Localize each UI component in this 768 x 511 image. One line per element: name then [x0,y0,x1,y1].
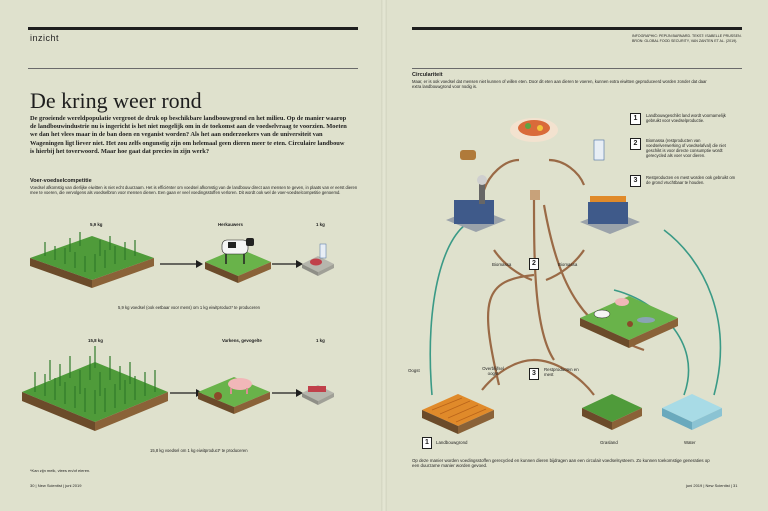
footnote: *Kan zijn melk, vlees en/of eieren. [30,468,91,473]
animals-tile [580,296,678,348]
product-tile-2 [302,385,334,405]
folio-left: 30 | New Scientist | juni 2019 [30,483,82,488]
legend-num-1: 1 [630,113,641,125]
legend-num-2: 2 [630,138,641,150]
row1-product: 1 kg [316,222,325,227]
credits: INFOGRAPHIC: PEPIJN BARNARD. TEKST: ISAB… [632,34,742,43]
legend-text-3: Restproducten en mest worden ook gebruik… [646,175,736,185]
diagram-num-2: 2 [529,258,539,270]
cow-tile [205,238,271,283]
competition-illustration [22,232,334,431]
legend-num-3: 3 [630,175,641,187]
label-biomassa-left: Biomassa [492,262,512,267]
arrow-1b [272,260,303,268]
label-landbouwgrond: Landbouwgrond [436,440,468,445]
tile-landbouwgrond [422,394,494,434]
diagram-num-1: 1 [422,437,432,449]
folio-right: juni 2019 | New Scientist | 31 [686,483,738,488]
tile-water [662,394,722,430]
product-tile-1 [302,243,334,276]
section-label: inzicht [30,33,60,43]
factory-left [446,175,506,232]
left-page: inzicht De kring weer rond De groeiende … [22,27,358,488]
legend-item-3: 3 Restproducten en mest worden ook gebru… [630,175,736,187]
food-plate [510,118,558,142]
subheading: Voer-voedselcompetitie [30,178,92,184]
intro-text: De groeiende wereldpopulatie vergroot de… [30,115,347,155]
label-biomassa-right: Biomassa [558,262,578,267]
legend-item-1: 1 Landbouwgeschikt land wordt voornameli… [630,113,736,125]
arrow-1a [160,260,203,268]
brown-arrows [481,158,645,396]
pig-tile [198,377,270,414]
label-grasland: Grasland [600,440,618,445]
row1-amount: 5,9 kg [90,222,103,227]
circular-diagram [422,118,722,434]
tile-grasland [582,394,642,430]
circulariteit-heading: Circulariteit [412,72,443,78]
circulariteit-text: Maar, er is ook voedsel dat mensen niet … [412,79,707,90]
subheading-text: Voedsel afkomstig van dierlijke eiwitten… [30,185,358,196]
biomass-block [530,190,540,200]
right-page: INFOGRAPHIC: PEPIJN BARNARD. TEKST: ISAB… [384,0,768,511]
crop-field-small [30,232,154,288]
legend-text-1: Landbouwgeschikt land wordt voornamelijk… [646,113,726,123]
page-title: De kring weer rond [30,88,202,113]
factory-right [580,196,640,234]
gutter [381,0,387,511]
legend-item-2: 2 Biomassa (restproducten van voedselver… [630,138,736,158]
title-rule [28,68,358,69]
legend-text-2: Biomassa (restproducten van voedselverwe… [646,138,726,158]
top-rule [28,27,358,30]
crop-field-large [22,346,168,431]
row2-caption: 15,8 kg voedsel om 1 kg eiwitproduct* te… [150,448,248,453]
row2-amount: 15,8 kg [88,338,103,343]
milk-carton [593,139,605,161]
section-rule [412,68,742,69]
row2-product: 1 kg [316,338,325,343]
label-oogst: Oogst [408,368,420,373]
bottom-text: Op deze manier worden voedingsstoffen ge… [412,458,710,469]
label-overblijfsel: Overblijfsel oogst [482,366,504,377]
label-restproducten: Restproducten en mest [544,367,579,378]
row1-caption: 5,9 kg voedsel (ook eetbaar voor mens) o… [118,305,260,310]
label-water: Water [684,440,696,445]
arrow-2b [272,389,303,397]
bread [460,150,476,160]
row1-animal: Herkauwers [218,222,243,227]
top-rule [412,27,742,30]
diagram-num-3: 3 [529,368,539,380]
row2-animal: Varkens, gevogelte [222,338,262,343]
